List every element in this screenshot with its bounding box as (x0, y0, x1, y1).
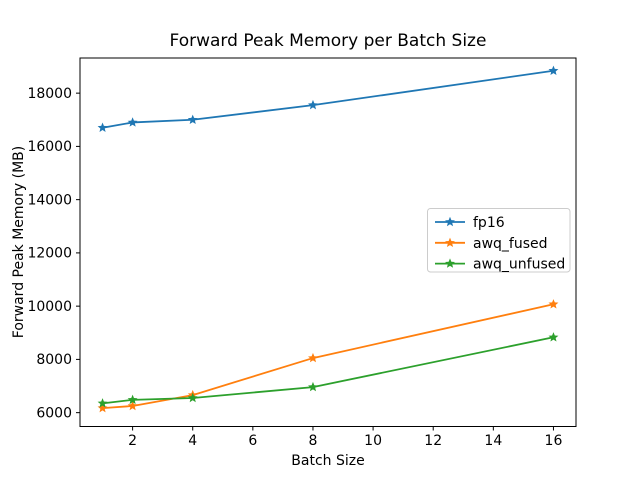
x-tick-label: 14 (484, 433, 502, 449)
axes-spines (79, 57, 577, 427)
series-marker-awq_fused (97, 402, 108, 413)
series-marker-awq_unfused (187, 392, 198, 403)
x-tick-label: 6 (248, 433, 257, 449)
legend-marker (445, 216, 455, 227)
x-tick-label: 12 (424, 433, 442, 449)
series-marker-fp16 (187, 114, 198, 124)
series-marker-awq_unfused (127, 394, 138, 405)
series-marker-fp16 (308, 99, 318, 110)
y-tick-label: 14000 (27, 192, 72, 208)
series-line-awq_fused (101, 303, 555, 410)
series-marker-awq_unfused (308, 381, 318, 392)
legend-marker (445, 258, 455, 268)
legend-label-fp16: fp16 (473, 215, 505, 231)
x-tick-label: 16 (545, 433, 563, 449)
y-tick-label: 12000 (27, 246, 72, 262)
legend-box (427, 208, 571, 273)
x-axis-label: Batch Size (291, 453, 364, 469)
chart-title: Forward Peak Memory per Batch Size (170, 31, 487, 51)
legend-label-awq_unfused: awq_unfused (473, 257, 565, 273)
series-marker-fp16 (127, 117, 138, 127)
y-tick-label: 6000 (36, 405, 72, 421)
series-marker-awq_unfused (97, 398, 108, 408)
x-tick-label: 8 (309, 433, 318, 449)
legend-marker (445, 237, 455, 248)
series-marker-fp16 (97, 122, 108, 132)
y-tick-label: 18000 (27, 86, 72, 102)
series-marker-fp16 (548, 65, 559, 75)
x-tick-label: 4 (188, 433, 197, 449)
y-tick-label: 16000 (27, 139, 72, 155)
series-marker-awq_fused (548, 299, 559, 309)
y-axis-label: Forward Peak Memory (MB) (11, 146, 27, 338)
series-line-fp16 (101, 69, 555, 129)
y-tick-label: 10000 (27, 299, 72, 315)
series-marker-awq_unfused (548, 332, 559, 342)
legend-label-awq_fused: awq_fused (473, 236, 548, 252)
series-marker-awq_fused (127, 400, 138, 411)
chart-generated-layer: 2 4 6 8 10 12 14 16 6000 8000 10000 12000 14000 16000… (27, 57, 577, 449)
x-tick-label: 10 (364, 433, 382, 449)
series-line-awq_unfused (101, 336, 555, 405)
x-tick-label: 2 (128, 433, 137, 449)
series-marker-awq_fused (308, 352, 318, 363)
y-tick-label: 8000 (36, 352, 72, 368)
